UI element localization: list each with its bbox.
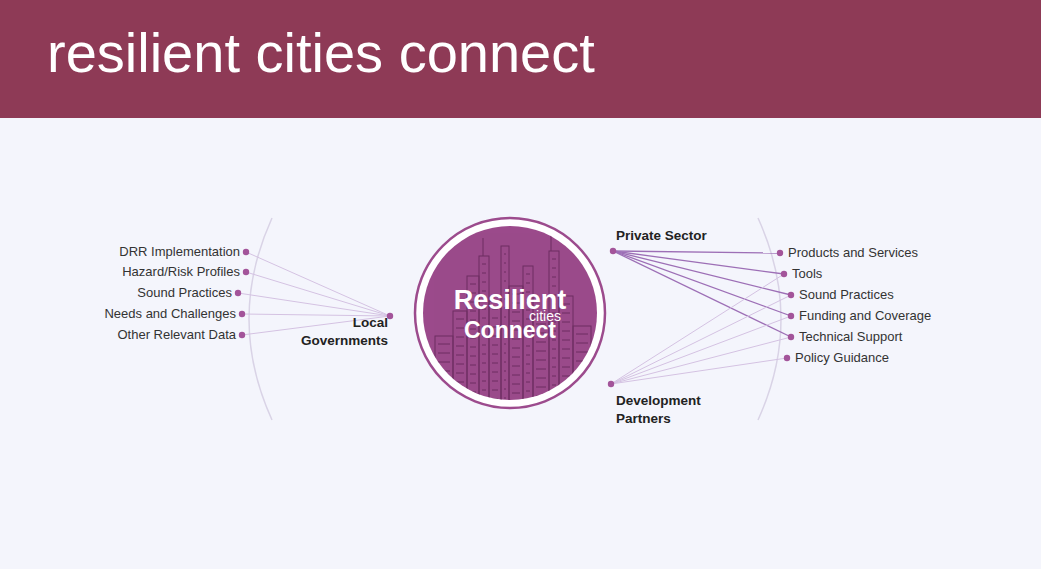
connector-dot (239, 311, 245, 317)
data-item: Products and Services (788, 245, 918, 261)
connector (611, 274, 784, 384)
connector-dot (243, 249, 249, 255)
item-text: Products and Services (788, 245, 918, 261)
connector-dot (239, 332, 245, 338)
left-arc (249, 218, 272, 420)
data-item: Technical Support (799, 329, 902, 345)
connector (246, 272, 390, 316)
connector (246, 252, 390, 316)
connector (611, 358, 787, 384)
data-item: Policy Guidance (795, 350, 889, 366)
connector (613, 251, 784, 274)
item-text: Needs and Challenges (104, 306, 236, 322)
connector (613, 251, 791, 295)
item-text: Other Relevant Data (117, 327, 236, 343)
connector (238, 293, 390, 316)
logo-text: Connect (413, 318, 607, 342)
item-text: Tools (792, 266, 822, 282)
data-item: Sound Practices (799, 287, 894, 303)
connector (613, 251, 791, 337)
panel (4, 118, 1037, 565)
item-text: Sound Practices (799, 287, 894, 303)
connector-dot (243, 269, 249, 275)
right-arc (758, 218, 781, 420)
connector-dot (788, 292, 794, 298)
item-text: Funding and Coverage (799, 308, 931, 324)
item-text: Policy Guidance (795, 350, 889, 366)
logo-text: Resilient (413, 286, 607, 314)
connector (611, 316, 791, 384)
stakeholder-name: Private Sector (616, 227, 707, 245)
item-text: Technical Support (799, 329, 902, 345)
data-item: DRR Implementation (119, 244, 240, 260)
connector-dot (235, 290, 241, 296)
stakeholder-label: Private Sector (616, 227, 707, 245)
stakeholder-label: Local Governments (288, 314, 388, 350)
stakeholder-label: Development Partners (616, 392, 716, 428)
connector (613, 251, 780, 253)
data-item: Funding and Coverage (799, 308, 931, 324)
connector (613, 251, 791, 316)
connector-dot (610, 248, 616, 254)
connector-dot (608, 381, 614, 387)
item-text: DRR Implementation (119, 244, 240, 260)
connector (611, 295, 791, 384)
connector-dot (788, 313, 794, 319)
connector-dot (781, 271, 787, 277)
stakeholder-name: Development Partners (616, 392, 716, 428)
connector-dot (777, 250, 783, 256)
connector (611, 337, 791, 384)
title: resilient cities connect (47, 20, 595, 86)
connector-dot (788, 334, 794, 340)
item-text: Sound Practices (137, 285, 232, 301)
data-item: Tools (792, 266, 822, 282)
data-item: Hazard/Risk Profiles (122, 264, 240, 280)
data-item: Other Relevant Data (117, 327, 236, 343)
data-item: Sound Practices (137, 285, 232, 301)
connector-dot (784, 355, 790, 361)
data-item: Needs and Challenges (104, 306, 236, 322)
stakeholder-name: Local Governments (288, 314, 388, 350)
item-text: Hazard/Risk Profiles (122, 264, 240, 280)
logo-circle: ResilientcitiesConnect (413, 216, 607, 410)
